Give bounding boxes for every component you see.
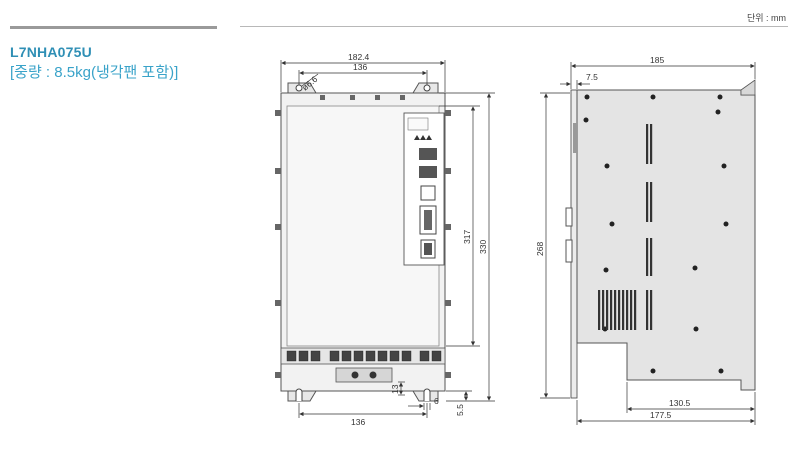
- dim-overall-width: 182.4: [348, 52, 370, 62]
- weight-note: [중량 : 8.5kg(냉각팬 포함)]: [10, 64, 179, 81]
- dim-bottom-slot: 6: [434, 396, 439, 406]
- dim-bottom-hole-pitch: 136: [351, 417, 365, 427]
- page-rule: [240, 26, 788, 27]
- dim-inner-height: 317: [462, 230, 472, 244]
- dim-bottom-offset: 13: [390, 384, 400, 394]
- model-name: L7NHA075U: [10, 44, 92, 60]
- section-rule: [10, 26, 217, 29]
- dim-height: 268: [535, 242, 545, 256]
- dim-overall-height: 330: [478, 240, 488, 254]
- unit-label: 단위 : mm: [746, 13, 786, 23]
- front-dimension-lines: [280, 60, 495, 418]
- dim-lower-depth: 177.5: [650, 410, 672, 420]
- dim-bottom-edge: 5.5: [455, 404, 465, 416]
- dim-top-hole-pitch: 136: [353, 62, 367, 72]
- side-dimension-lines: [540, 62, 756, 425]
- dim-flange-offset: 7.5: [586, 72, 598, 82]
- side-view: [565, 79, 756, 399]
- dim-body-depth: 130.5: [669, 398, 691, 408]
- dim-overall-depth: 185: [650, 55, 664, 65]
- front-view: [275, 82, 451, 402]
